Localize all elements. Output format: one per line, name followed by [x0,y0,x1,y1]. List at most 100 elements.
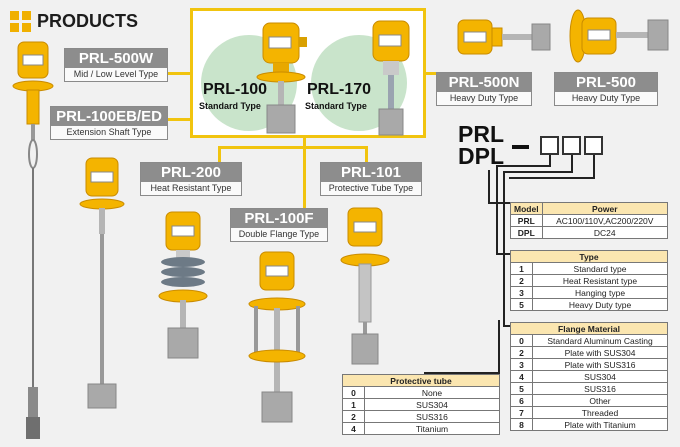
prl200-name: PRL-200 [141,163,241,182]
prl500w-type: Mid / Low Level Type [65,68,167,81]
leader-line [488,202,510,204]
connector-line [303,146,306,208]
prl100ebed-name: PRL-100EB/ED [51,107,167,126]
flange-code: 7 [510,406,533,419]
leader-line [498,320,500,374]
power-cell: AC100/110V,AC200/220V [541,214,669,227]
prl500w-plate: PRL-500W Mid / Low Level Type [64,48,168,82]
leader-line [503,325,511,327]
connector-line [365,146,368,164]
model-power-table: Model Power PRL AC100/110V,AC200/220V DP… [510,202,669,239]
leader-line [503,171,505,327]
prl500n-plate: PRL-500N Heavy Duty Type [436,72,532,106]
connector-line [424,72,438,75]
connector-line [218,146,366,149]
type-desc: Hanging type [532,286,668,299]
flange-desc: Standard Aluminum Casting [532,334,668,347]
code-box-type [540,136,559,155]
flange-code: 5 [510,382,533,395]
prl100f-type: Double Flange Type [231,228,327,241]
type-code: 2 [510,274,533,287]
prl200-type: Heat Resistant Type [141,182,241,195]
tube-table-title: Protective tube [342,374,500,387]
tube-code: 2 [342,410,365,423]
prl101-type: Protective Tube Type [321,182,421,195]
prl100f-name: PRL-100F [231,209,327,228]
model-code-dpl: DPL [458,143,504,169]
model-cell: PRL [510,214,543,227]
prl100ebed-plate: PRL-100EB/ED Extension Shaft Type [50,106,168,140]
prl500-device-image [569,9,669,63]
power-cell: DC24 [541,226,669,239]
flange-table-title: Flange Material [510,322,668,335]
tube-desc: SUS316 [364,410,500,423]
model-code-prl: PRL [458,121,504,147]
type-code: 5 [510,298,533,311]
tube-code: 1 [342,398,365,411]
prl101-device-image [340,207,390,365]
prl100-device-image [256,22,307,134]
flange-code: 3 [510,358,533,371]
standard-type-box: PRL-100 Standard Type PRL-170 Standard T… [190,8,426,138]
prl100ebed-device-image [79,157,125,409]
prl500-type: Heavy Duty Type [555,92,657,105]
page-title: PRODUCTS [37,11,139,31]
type-code: 1 [510,262,533,275]
leader-line [509,177,595,179]
prl101-plate: PRL-101 Protective Tube Type [320,162,422,196]
prl500n-name: PRL-500N [437,73,531,92]
power-header: Power [541,202,669,215]
prl170-name: PRL-170 [307,81,372,98]
prl500w-device-image [12,41,54,439]
flange-desc: SUS316 [532,382,668,395]
type-desc: Standard type [532,262,668,275]
prl170-device-image [372,20,410,136]
prl500n-device-image [457,19,551,55]
prl500w-name: PRL-500W [65,49,167,68]
prl100f-device-image [248,251,306,423]
leader-line [496,165,498,255]
leader-line [593,155,595,178]
model-cell: DPL [510,226,543,239]
type-desc: Heavy Duty type [532,298,668,311]
tube-desc: None [364,386,500,399]
code-box-tube [584,136,603,155]
flange-code: 8 [510,418,533,431]
flange-code: 6 [510,394,533,407]
leader-line [571,155,573,172]
prl170-type: Standard Type [305,101,367,111]
connector-line [168,72,192,75]
model-code-dash [512,145,529,149]
table-row: DPL DC24 [510,226,669,239]
prl200-plate: PRL-200 Heat Resistant Type [140,162,242,196]
leader-line [503,171,573,173]
prl500n-type: Heavy Duty Type [437,92,531,105]
prl500-name: PRL-500 [555,73,657,92]
leader-line [488,170,490,204]
connector-line [218,146,221,164]
prl200-device-image [158,211,208,359]
flange-desc: Plate with SUS304 [532,346,668,359]
connector-line [168,118,192,121]
flange-desc: SUS304 [532,370,668,383]
code-box-flange [562,136,581,155]
flange-desc: Threaded [532,406,668,419]
flange-code: 2 [510,346,533,359]
prl100-type: Standard Type [199,101,261,111]
leader-line [496,165,551,167]
